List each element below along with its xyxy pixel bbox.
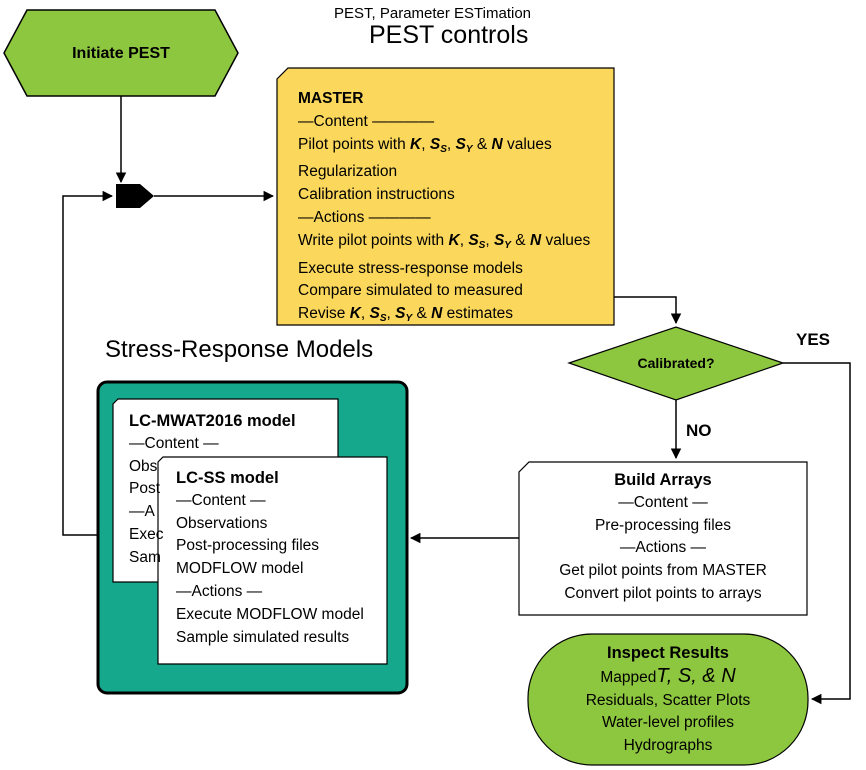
inspect-profiles: Water-level profiles	[601, 714, 735, 732]
master-title: MASTER	[298, 90, 364, 107]
mwat-line-1: Obs	[129, 457, 158, 475]
master-box-shape[interactable]	[276, 67, 615, 326]
lcss-observations: Observations	[176, 514, 268, 532]
initiate-pest-shape[interactable]	[3, 9, 239, 97]
lcss-content-heading: —Content —	[176, 491, 266, 509]
param-amp: &	[416, 305, 427, 323]
inspect-mapped-prefix: Mapped	[600, 668, 657, 686]
lcss-modflow: MODFLOW model	[176, 560, 304, 578]
mwat-line-3: —A	[129, 503, 155, 521]
mwat-line-2: Post	[129, 480, 161, 498]
param-ss: S	[468, 231, 479, 249]
build-arrays-preprocessing: Pre-processing files	[594, 516, 732, 534]
header-subtitle: PEST, Parameter ESTimation	[334, 5, 532, 22]
yes-label: YES	[796, 330, 831, 349]
param-ss-sub: S	[440, 143, 447, 155]
lcss-text: LC-SS model —Content — Observations Post…	[176, 467, 364, 649]
master-execute: Execute stress-response models	[298, 259, 523, 277]
mwat-content-heading: —Content —	[129, 434, 219, 452]
inspect-mapped-symbols: T, S, & N	[656, 664, 736, 687]
param-sy: S	[455, 135, 466, 153]
master-compare: Compare simulated to measured	[298, 282, 523, 300]
master-revise-line: Revise K, SS, SY & N estimates	[298, 305, 514, 325]
param-n: N	[491, 135, 503, 153]
lcss-postprocessing: Post-processing files	[176, 537, 320, 555]
mwat-title: LC-MWAT2016 model	[129, 412, 296, 430]
build-arrays-content-heading: —Content —	[618, 493, 708, 511]
junction-shape	[116, 184, 154, 208]
param-n: N	[529, 231, 542, 249]
inspect-mapped-line: MappedT, S, & N	[528, 665, 808, 690]
connector-decision-yes	[783, 362, 851, 705]
master-text: MASTER —Content ———— Pilot points with K…	[298, 88, 590, 331]
build-arrays-convert: Convert pilot points to arrays	[564, 584, 762, 602]
inspect-residuals: Residuals, Scatter Plots	[585, 691, 751, 709]
master-content-heading: —Content ————	[298, 112, 435, 130]
master-calibration-instructions: Calibration instructions	[298, 186, 455, 204]
lcss-sample: Sample simulated results	[176, 628, 350, 646]
param-sy-sub: Y	[504, 239, 511, 251]
master-write-prefix: Write pilot points with	[298, 231, 445, 249]
connector-models-feedback	[62, 190, 114, 536]
inspect-results-text: Inspect Results MappedT, S, & N Residual…	[528, 642, 808, 758]
header-title: PEST controls	[369, 21, 529, 49]
param-ss-sub: S	[478, 239, 486, 251]
param-n: N	[431, 305, 443, 323]
param-sy: S	[395, 305, 406, 323]
param-k: K	[349, 305, 361, 323]
mwat-line-5: Sam	[129, 548, 161, 566]
param-ss: S	[369, 305, 380, 323]
param-values: values	[506, 135, 552, 153]
build-arrays-text: Build Arrays —Content — Pre-processing f…	[519, 469, 807, 606]
param-ss: S	[429, 135, 441, 153]
master-pilot-points-line: Pilot points with K, SS, SY & N values	[298, 135, 552, 155]
build-arrays-get-pilot-points: Get pilot points from MASTER	[559, 562, 767, 580]
lcss-model-card[interactable]	[157, 456, 388, 665]
param-values: values	[545, 231, 591, 249]
lcss-title: LC-SS model	[176, 469, 279, 487]
param-estimates: estimates	[446, 305, 514, 323]
no-label: NO	[686, 421, 712, 440]
param-sy: S	[493, 231, 505, 249]
connector-master-to-decision	[614, 296, 682, 325]
lcss-execute: Execute MODFLOW model	[176, 605, 364, 623]
param-sy-sub: Y	[405, 313, 413, 325]
initiate-pest-label: Initiate PEST	[72, 45, 170, 62]
master-actions-heading: —Actions ————	[298, 208, 431, 226]
stress-response-title: Stress-Response Models	[105, 336, 374, 363]
inspect-results-title: Inspect Results	[607, 644, 729, 662]
master-revise-prefix: Revise	[298, 305, 346, 323]
param-amp: &	[515, 231, 526, 249]
param-k: K	[410, 135, 422, 153]
master-pilot-points-prefix: Pilot points with	[298, 135, 406, 153]
build-arrays-actions-heading: —Actions —	[619, 539, 707, 557]
master-regularization: Regularization	[298, 163, 398, 181]
param-ss-sub: S	[379, 313, 387, 325]
calibrated-label: Calibrated?	[637, 355, 715, 371]
param-sy-sub: Y	[465, 143, 473, 155]
param-k: K	[448, 231, 460, 249]
inspect-results-shape[interactable]	[527, 633, 809, 766]
mwat-line-4: Exec	[129, 525, 164, 543]
master-write-line: Write pilot points with K, SS, SY & N va…	[298, 231, 591, 251]
mwat-text: LC-MWAT2016 model —Content — Obs Post —A…	[129, 410, 334, 570]
lcss-actions-heading: —Actions —	[176, 582, 263, 600]
param-amp: &	[476, 135, 488, 153]
build-arrays-shape[interactable]	[518, 461, 808, 616]
inspect-hydrographs: Hydrographs	[623, 737, 713, 755]
build-arrays-title: Build Arrays	[614, 471, 712, 489]
